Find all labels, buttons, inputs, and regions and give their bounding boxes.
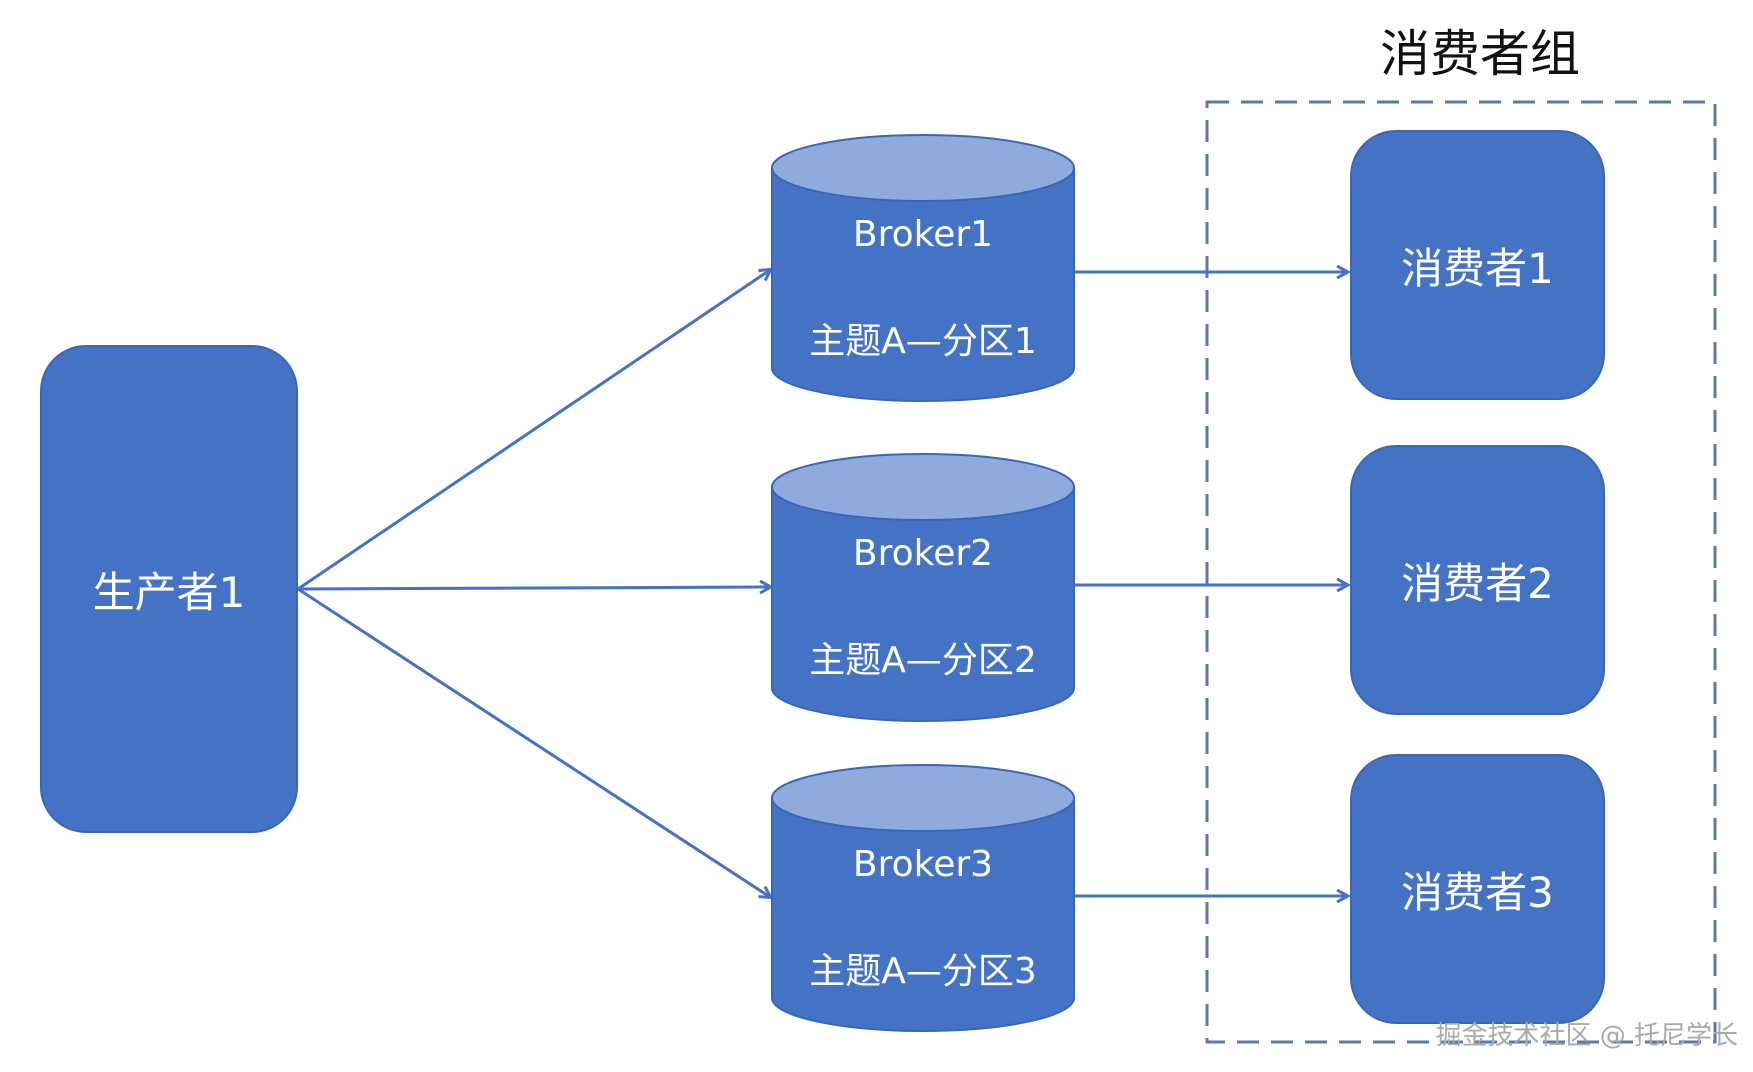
consumer3-label: 消费者3 [1401,867,1554,917]
producer-label: 生产者1 [92,567,246,617]
broker3-partition: 主题A—分区3 [809,951,1037,992]
arrow-producer-to-broker3 [297,587,770,897]
arrow-producer-to-broker2 [297,587,770,589]
broker1-name: Broker1 [852,214,994,255]
broker3-name: Broker3 [852,844,994,885]
consumer-box-3: 消费者3 [1350,754,1605,1024]
consumer-box-1: 消费者1 [1350,130,1605,400]
broker-cylinder-1 [771,134,1075,402]
broker2-name: Broker2 [852,533,994,574]
broker2-partition: 主题A—分区2 [809,640,1037,681]
consumer-box-2: 消费者2 [1350,445,1605,715]
consumer-group-title: 消费者组 [1380,25,1580,83]
consumer1-label: 消费者1 [1401,243,1554,293]
arrow-producer-to-broker1 [297,270,770,591]
watermark: 掘金技术社区 @ 托尼学长 [1435,1021,1738,1051]
broker-cylinder-2 [771,453,1075,722]
broker-cylinder-3 [771,764,1075,1032]
broker1-partition: 主题A—分区1 [809,321,1037,362]
consumer2-label: 消费者2 [1401,558,1554,608]
producer-box: 生产者1 [40,345,298,833]
consumer-group-border [1205,100,1717,1044]
